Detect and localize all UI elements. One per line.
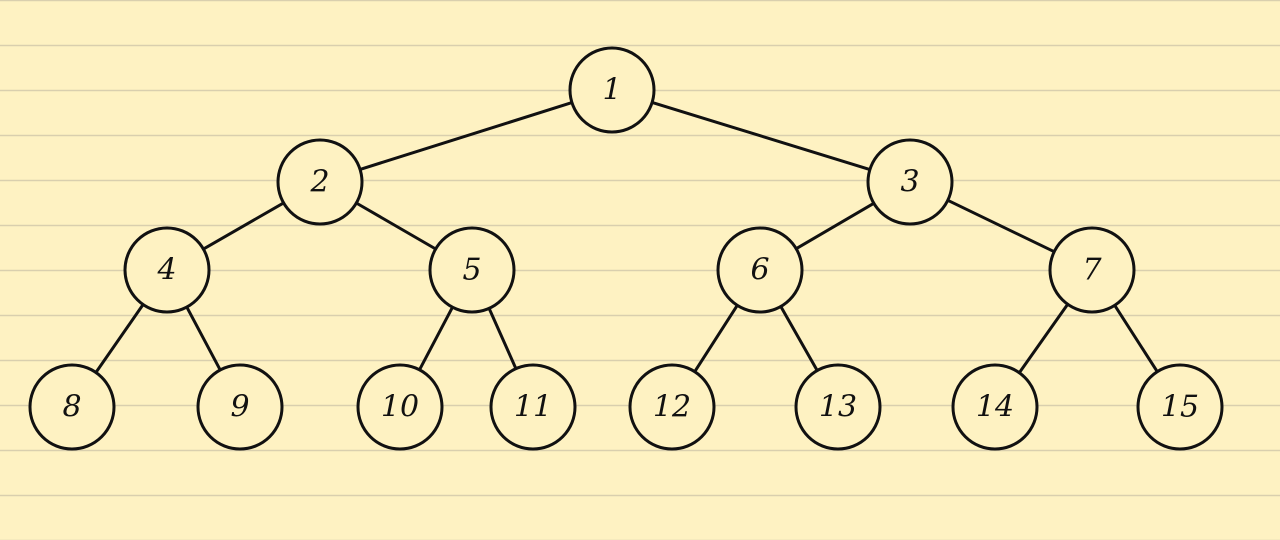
node-label: 2: [309, 165, 329, 200]
node-label: 3: [900, 165, 919, 200]
tree-node-1: 1: [568, 46, 656, 134]
edge-n2-n4: [201, 201, 286, 251]
node-label: 14: [976, 390, 1014, 425]
node-label: 9: [230, 390, 249, 425]
edge-n6-n13: [779, 305, 819, 372]
node-label: 10: [381, 390, 419, 425]
node-label: 4: [156, 253, 176, 288]
edge-n4-n9: [185, 305, 222, 372]
node-label: 7: [1082, 253, 1102, 288]
tree-node-13: 13: [794, 363, 882, 451]
edge-n3-n6: [794, 201, 876, 251]
edge-n4-n8: [94, 303, 145, 374]
node-label: 1: [602, 73, 621, 108]
node-circle: [276, 138, 364, 226]
edge-n5-n10: [418, 305, 454, 372]
tree-node-14: 14: [951, 363, 1039, 451]
node-label: 12: [653, 390, 691, 425]
node-label: 5: [462, 253, 481, 288]
edge-n7-n15: [1113, 303, 1159, 374]
tree-node-2: 2: [276, 138, 364, 226]
node-circle: [123, 226, 211, 314]
node-label: 13: [819, 390, 857, 425]
tree-node-8: 8: [28, 363, 116, 451]
tree-node-7: 7: [1048, 226, 1136, 314]
tree-node-12: 12: [628, 363, 716, 451]
node-circle: [568, 46, 656, 134]
node-circle: [196, 363, 284, 451]
node-circle: [716, 226, 804, 314]
tree-node-6: 6: [716, 226, 804, 314]
edge-n6-n12: [693, 303, 739, 374]
edge-n1-n3: [650, 100, 872, 172]
node-circle: [794, 363, 882, 451]
node-circle: [1048, 226, 1136, 314]
tree-node-10: 10: [356, 363, 444, 451]
edge-layer: [94, 100, 1159, 375]
node-label: 15: [1161, 390, 1199, 425]
tree-node-5: 5: [428, 226, 516, 314]
tree-node-11: 11: [489, 363, 577, 451]
node-circle: [356, 363, 444, 451]
edge-n5-n11: [487, 306, 518, 371]
edge-n2-n5: [354, 201, 438, 251]
tree-node-3: 3: [866, 138, 954, 226]
node-circle: [628, 363, 716, 451]
edge-n1-n2: [358, 101, 574, 171]
edge-n7-n14: [1017, 302, 1070, 375]
node-circle: [489, 363, 577, 451]
edge-n3-n7: [946, 198, 1056, 254]
node-circle: [1136, 363, 1224, 451]
node-label: 6: [750, 253, 769, 288]
tree-node-4: 4: [123, 226, 211, 314]
tree-node-15: 15: [1136, 363, 1224, 451]
node-label: 11: [514, 390, 552, 425]
node-label: 8: [62, 390, 81, 425]
node-circle: [951, 363, 1039, 451]
tree-node-9: 9: [196, 363, 284, 451]
node-circle: [428, 226, 516, 314]
node-circle: [866, 138, 954, 226]
node-circle: [28, 363, 116, 451]
